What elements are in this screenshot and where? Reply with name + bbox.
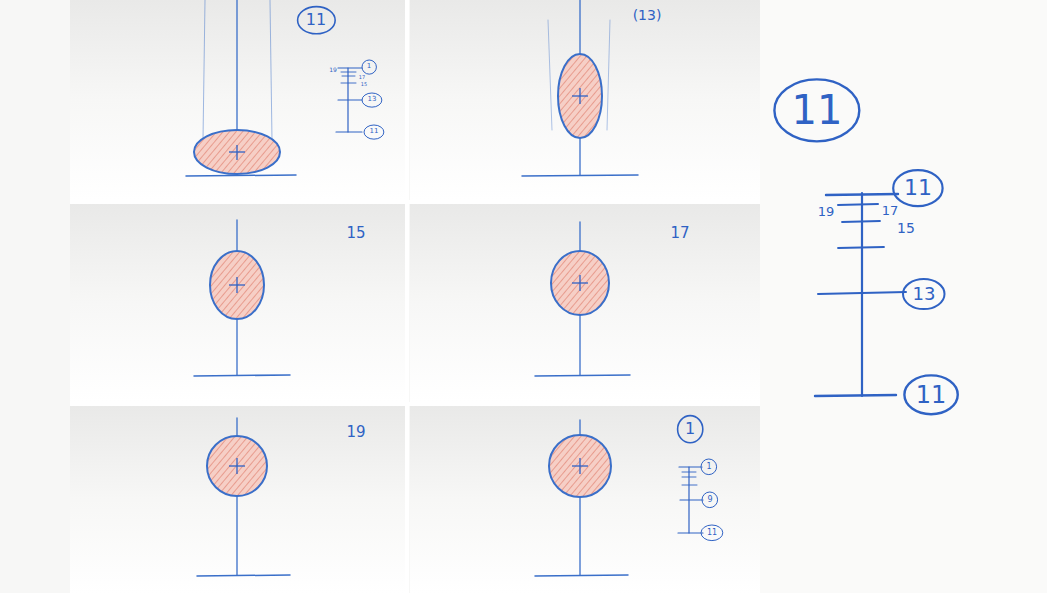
frame-label: 15	[361, 82, 367, 87]
frame-label: 15	[897, 221, 915, 235]
circled-frame-number: 11	[296, 5, 337, 35]
frame-label: 17	[670, 226, 689, 241]
circle-stroke	[362, 93, 382, 107]
circled-frame-number: 1	[700, 458, 718, 476]
frame-label: 17	[359, 75, 365, 80]
circled-frame-number: 13	[361, 92, 383, 108]
frame-number: 11	[363, 128, 385, 135]
circled-frame-number: 11	[772, 77, 862, 144]
frame-number: 13	[361, 96, 383, 103]
circled-frame-number: 9	[701, 491, 719, 509]
circled-frame-number: 11	[902, 373, 960, 417]
frame-label: 15	[346, 226, 365, 241]
timing-charts	[336, 68, 906, 533]
construction-lines	[186, 0, 638, 576]
circle-stroke	[701, 459, 717, 475]
frame-number: 1	[361, 63, 377, 70]
frame-label: 17	[882, 204, 899, 217]
circled-frame-number: 11	[363, 124, 385, 140]
frame-label: (13)	[633, 8, 662, 22]
frame-number: 11	[700, 529, 724, 537]
frame-number: 11	[902, 383, 960, 407]
circled-frame-number: 11	[700, 524, 724, 542]
circled-frame-number: 13	[901, 277, 947, 311]
frame-number: 11	[772, 90, 862, 130]
frame-label: 19	[329, 67, 337, 73]
frame-number: 9	[701, 496, 719, 504]
circle-stroke	[701, 525, 723, 541]
circle-stroke	[362, 60, 376, 74]
circled-frame-number: 11	[891, 168, 945, 208]
circle-stroke	[364, 125, 384, 139]
center-crosses	[229, 88, 588, 474]
frame-label: 19	[818, 205, 835, 218]
frame-number: 1	[700, 463, 718, 471]
frame-number: 11	[296, 12, 337, 28]
panels	[70, 0, 1047, 593]
circled-frame-number: 1	[361, 59, 377, 75]
frame-number: 13	[901, 285, 947, 303]
circled-frame-number: 1	[676, 414, 704, 444]
frame-number: 11	[891, 177, 945, 199]
frame-number: 1	[676, 421, 704, 437]
ball-drawings	[194, 54, 611, 497]
frame-label: 19	[346, 425, 365, 440]
circle-stroke	[702, 492, 718, 508]
